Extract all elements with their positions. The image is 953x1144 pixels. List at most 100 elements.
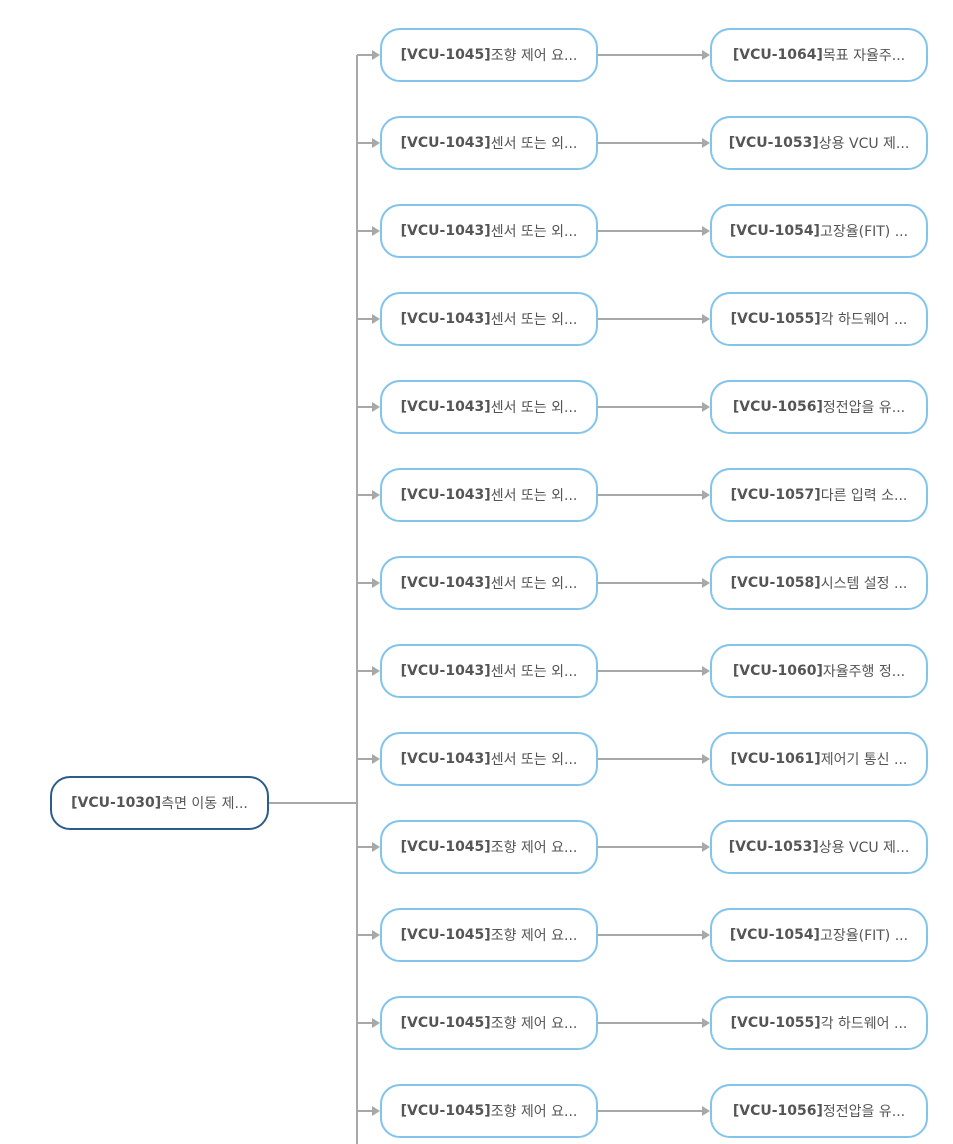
mid-node[interactable]: [VCU-1043]센서 또는 외...: [380, 204, 598, 258]
mid-node-id: [VCU-1045]: [400, 47, 491, 63]
branch-arrow: [372, 1018, 380, 1028]
mid-node-id: [VCU-1043]: [400, 311, 491, 327]
mid-node-id: [VCU-1043]: [400, 751, 491, 767]
leaf-node[interactable]: [VCU-1055]각 하드웨어 ...: [710, 292, 928, 346]
leaf-node-text: 정전압을 유...: [822, 400, 906, 416]
leaf-node-text: 상용 VCU 제...: [818, 136, 910, 152]
leaf-node-id: [VCU-1054]: [729, 223, 820, 239]
leaf-arrow: [702, 1018, 710, 1028]
branch-arrow: [372, 1106, 380, 1116]
mid-node[interactable]: [VCU-1045]조향 제어 요...: [380, 820, 598, 874]
leaf-node[interactable]: [VCU-1053]상용 VCU 제...: [710, 820, 928, 874]
root-node-id: [VCU-1030]: [71, 795, 162, 811]
root-node-text: 측면 이동 제...: [161, 796, 248, 812]
leaf-node[interactable]: [VCU-1055]각 하드웨어 ...: [710, 996, 928, 1050]
mid-node-text: 센서 또는 외...: [490, 752, 578, 768]
leaf-arrow: [702, 226, 710, 236]
leaf-node-id: [VCU-1054]: [729, 927, 820, 943]
mid-node-text: 조향 제어 요...: [490, 840, 578, 856]
mid-node-id: [VCU-1043]: [400, 663, 491, 679]
mid-node-id: [VCU-1043]: [400, 223, 491, 239]
leaf-node[interactable]: [VCU-1054]고장율(FIT) ...: [710, 908, 928, 962]
leaf-node-id: [VCU-1056]: [732, 1103, 823, 1119]
leaf-node-text: 각 하드웨어 ...: [820, 1016, 908, 1032]
leaf-node-text: 다른 입력 소...: [820, 488, 908, 504]
root-node[interactable]: [VCU-1030]측면 이동 제...: [50, 776, 269, 830]
leaf-arrow: [702, 578, 710, 588]
leaf-node-text: 각 하드웨어 ...: [820, 312, 908, 328]
leaf-node-text: 고장율(FIT) ...: [819, 928, 909, 944]
leaf-node-id: [VCU-1058]: [730, 575, 821, 591]
branch-arrow: [372, 50, 380, 60]
mid-node-text: 센서 또는 외...: [490, 224, 578, 240]
mid-node-id: [VCU-1045]: [400, 927, 491, 943]
leaf-node-id: [VCU-1053]: [728, 839, 819, 855]
leaf-arrow: [702, 314, 710, 324]
leaf-arrow: [702, 842, 710, 852]
mid-node-id: [VCU-1045]: [400, 1103, 491, 1119]
mid-node-text: 센서 또는 외...: [490, 488, 578, 504]
mid-node[interactable]: [VCU-1043]센서 또는 외...: [380, 732, 598, 786]
mid-node-text: 조향 제어 요...: [490, 1104, 578, 1120]
mid-node[interactable]: [VCU-1043]센서 또는 외...: [380, 468, 598, 522]
mid-node[interactable]: [VCU-1043]센서 또는 외...: [380, 380, 598, 434]
leaf-node-text: 제어기 통신 ...: [820, 752, 908, 768]
leaf-node[interactable]: [VCU-1057]다른 입력 소...: [710, 468, 928, 522]
mid-node[interactable]: [VCU-1043]센서 또는 외...: [380, 644, 598, 698]
mid-node-id: [VCU-1043]: [400, 135, 491, 151]
leaf-node-id: [VCU-1057]: [730, 487, 821, 503]
mid-node[interactable]: [VCU-1043]센서 또는 외...: [380, 116, 598, 170]
leaf-node[interactable]: [VCU-1054]고장율(FIT) ...: [710, 204, 928, 258]
leaf-node[interactable]: [VCU-1061]제어기 통신 ...: [710, 732, 928, 786]
mid-node[interactable]: [VCU-1045]조향 제어 요...: [380, 1084, 598, 1138]
leaf-node-text: 시스템 설정 ...: [820, 576, 908, 592]
leaf-node[interactable]: [VCU-1053]상용 VCU 제...: [710, 116, 928, 170]
branch-arrow: [372, 490, 380, 500]
leaf-node-id: [VCU-1064]: [732, 47, 823, 63]
mid-node[interactable]: [VCU-1045]조향 제어 요...: [380, 908, 598, 962]
branch-arrow: [372, 930, 380, 940]
leaf-node-id: [VCU-1055]: [730, 311, 821, 327]
leaf-node-id: [VCU-1055]: [730, 1015, 821, 1031]
leaf-arrow: [702, 138, 710, 148]
leaf-arrow: [702, 402, 710, 412]
leaf-node-id: [VCU-1060]: [732, 663, 823, 679]
leaf-node-text: 고장율(FIT) ...: [819, 224, 909, 240]
leaf-arrow: [702, 930, 710, 940]
mid-node-id: [VCU-1043]: [400, 399, 491, 415]
leaf-node-id: [VCU-1061]: [730, 751, 821, 767]
leaf-node[interactable]: [VCU-1064]목표 자율주...: [710, 28, 928, 82]
leaf-arrow: [702, 490, 710, 500]
branch-arrow: [372, 314, 380, 324]
mid-node[interactable]: [VCU-1043]센서 또는 외...: [380, 556, 598, 610]
mid-node-text: 센서 또는 외...: [490, 312, 578, 328]
mid-node-text: 조향 제어 요...: [490, 928, 578, 944]
branch-arrow: [372, 666, 380, 676]
mid-node[interactable]: [VCU-1045]조향 제어 요...: [380, 996, 598, 1050]
leaf-arrow: [702, 1106, 710, 1116]
leaf-node-id: [VCU-1053]: [728, 135, 819, 151]
leaf-node-id: [VCU-1056]: [732, 399, 823, 415]
leaf-arrow: [702, 666, 710, 676]
branch-arrow: [372, 754, 380, 764]
mid-node[interactable]: [VCU-1045]조향 제어 요...: [380, 28, 598, 82]
mid-node-text: 센서 또는 외...: [490, 576, 578, 592]
leaf-node-text: 자율주행 정...: [822, 664, 906, 680]
mid-node-text: 센서 또는 외...: [490, 400, 578, 416]
leaf-node[interactable]: [VCU-1056]정전압을 유...: [710, 380, 928, 434]
mid-node-id: [VCU-1043]: [400, 487, 491, 503]
leaf-arrow: [702, 50, 710, 60]
mid-node-id: [VCU-1043]: [400, 575, 491, 591]
leaf-node[interactable]: [VCU-1060]자율주행 정...: [710, 644, 928, 698]
leaf-node-text: 상용 VCU 제...: [818, 840, 910, 856]
leaf-node[interactable]: [VCU-1058]시스템 설정 ...: [710, 556, 928, 610]
branch-arrow: [372, 402, 380, 412]
branch-arrow: [372, 138, 380, 148]
mid-node-id: [VCU-1045]: [400, 1015, 491, 1031]
leaf-node-text: 정전압을 유...: [822, 1104, 906, 1120]
leaf-node[interactable]: [VCU-1056]정전압을 유...: [710, 1084, 928, 1138]
mid-node-text: 조향 제어 요...: [490, 1016, 578, 1032]
mid-node[interactable]: [VCU-1043]센서 또는 외...: [380, 292, 598, 346]
